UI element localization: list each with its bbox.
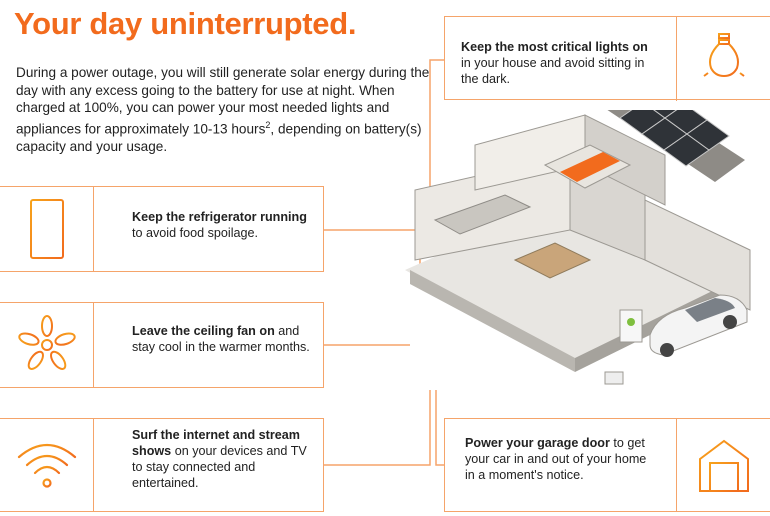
house-illustration bbox=[405, 110, 751, 385]
fan-card-text: Leave the ceiling fan on and stay cool i… bbox=[132, 324, 310, 354]
garage-icon-box bbox=[676, 419, 770, 511]
internet-card-text: Surf the internet and stream shows on yo… bbox=[132, 428, 307, 490]
lights-icon-box bbox=[676, 17, 770, 101]
internet-icon-box bbox=[0, 419, 94, 511]
fan-icon-box bbox=[0, 303, 94, 387]
intro-paragraph: During a power outage, you will still ge… bbox=[16, 65, 430, 154]
fridge-card: Keep the refrigerator running to avoid f… bbox=[0, 186, 324, 272]
refrigerator-icon bbox=[29, 199, 64, 259]
wifi-icon bbox=[17, 444, 76, 488]
garage-door-icon bbox=[698, 439, 749, 492]
garage-card-text: Power your garage door to get your car i… bbox=[465, 436, 647, 482]
fan-card: Leave the ceiling fan on and stay cool i… bbox=[0, 302, 324, 388]
lights-card: Keep the most critical lights on in your… bbox=[444, 16, 770, 101]
lightbulb-icon bbox=[699, 29, 748, 88]
fridge-card-text: Keep the refrigerator running to avoid f… bbox=[132, 210, 307, 240]
lights-card-text: Keep the most critical lights on in your… bbox=[461, 40, 648, 86]
garage-card: Power your garage door to get your car i… bbox=[444, 418, 770, 512]
ceiling-fan-icon bbox=[17, 315, 76, 370]
page-title: Your day uninterrupted. bbox=[14, 6, 357, 41]
fridge-icon-box bbox=[0, 187, 94, 271]
internet-card: Surf the internet and stream shows on yo… bbox=[0, 418, 324, 512]
